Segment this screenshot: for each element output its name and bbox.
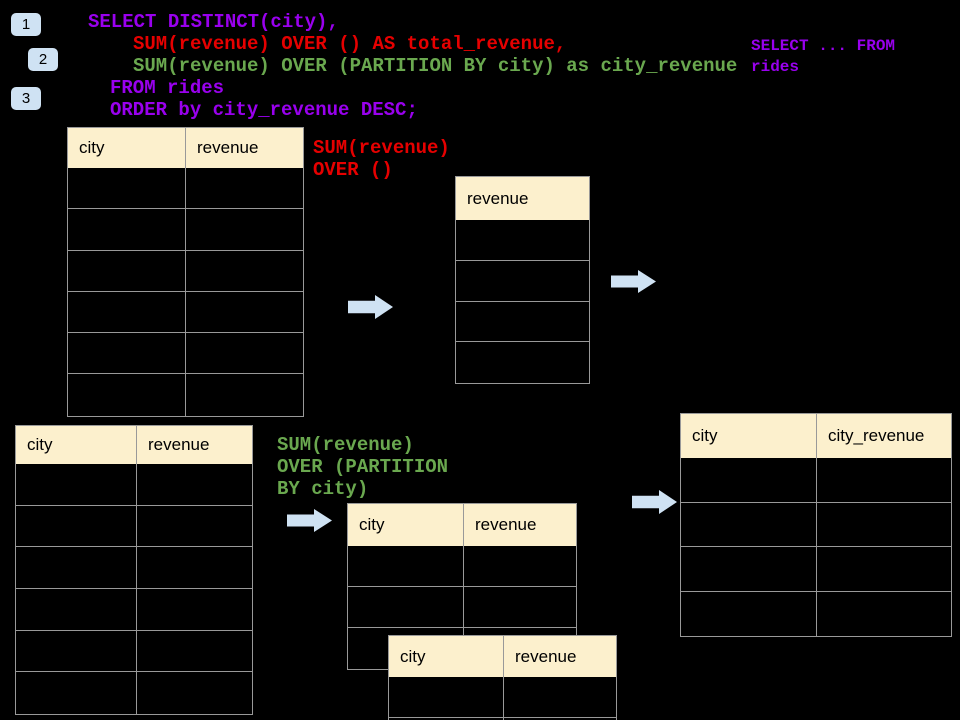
column-header-revenue: revenue bbox=[515, 646, 577, 666]
flow-arrow-from-total bbox=[611, 270, 656, 293]
table-result-header: city city_revenue bbox=[681, 414, 951, 458]
column-header-revenue: revenue bbox=[475, 515, 537, 534]
column-header-city: city bbox=[348, 504, 464, 546]
table-row bbox=[456, 302, 589, 343]
flow-arrow-to-partitions bbox=[287, 509, 332, 532]
table-total-revenue-header: revenue bbox=[456, 177, 589, 220]
table-row bbox=[681, 502, 951, 547]
table-row bbox=[16, 505, 252, 548]
table-row bbox=[389, 718, 616, 720]
annotation-total-revenue: SUM(revenue) OVER () bbox=[313, 137, 450, 181]
column-header-revenue: revenue bbox=[467, 188, 529, 208]
column-header-revenue: revenue bbox=[197, 138, 259, 157]
column-header-city-revenue: city_revenue bbox=[828, 426, 925, 445]
sql-line-select: SELECT DISTINCT(city), bbox=[88, 11, 339, 33]
column-header-city: city bbox=[16, 426, 137, 464]
table-source-bottom-header: city revenue bbox=[16, 426, 252, 464]
side-note-select-from-rides: SELECT ... FROM rides bbox=[751, 36, 895, 78]
flow-arrow-to-total bbox=[348, 295, 393, 319]
annotation-partition-line-3: BY city) bbox=[277, 478, 369, 500]
column-header-city: city bbox=[681, 414, 817, 458]
annotation-total-line-2: OVER () bbox=[313, 159, 393, 181]
step-badge-2: 2 bbox=[28, 48, 58, 71]
column-header-revenue: revenue bbox=[148, 435, 210, 454]
annotation-total-line-1: SUM(revenue) bbox=[313, 137, 450, 159]
side-note-line-2: rides bbox=[751, 58, 800, 76]
table-result: city city_revenue bbox=[680, 413, 952, 637]
table-row bbox=[456, 220, 589, 261]
column-header-city: city bbox=[68, 128, 186, 168]
table-row bbox=[681, 547, 951, 592]
sql-line-order-by: ORDER by city_revenue DESC; bbox=[110, 99, 418, 121]
step-badge-3: 3 bbox=[11, 87, 41, 110]
table-row bbox=[68, 250, 303, 292]
flow-arrow-to-result bbox=[632, 490, 677, 514]
table-partition-first-header: city revenue bbox=[348, 504, 576, 546]
table-row bbox=[68, 374, 303, 416]
sql-line-sum-over: SUM(revenue) OVER () AS total_revenue, bbox=[133, 33, 567, 55]
sql-line-from: FROM rides bbox=[110, 77, 225, 99]
table-total-revenue: revenue bbox=[455, 176, 590, 385]
table-row bbox=[68, 168, 303, 210]
table-row bbox=[681, 458, 951, 503]
annotation-partition-line-1: SUM(revenue) bbox=[277, 434, 414, 456]
table-source-top-header: city revenue bbox=[68, 128, 303, 168]
table-row bbox=[16, 630, 252, 673]
table-row bbox=[16, 547, 252, 590]
table-row bbox=[389, 677, 616, 718]
table-row bbox=[68, 333, 303, 375]
table-row bbox=[68, 291, 303, 334]
table-partition-second-header: city revenue bbox=[389, 636, 616, 677]
table-row bbox=[456, 261, 589, 302]
table-partition-second: city revenue bbox=[388, 635, 617, 720]
side-note-line-1: SELECT ... FROM bbox=[751, 37, 896, 55]
table-row bbox=[68, 209, 303, 251]
annotation-partition: SUM(revenue) OVER (PARTITION BY city) bbox=[277, 434, 448, 500]
table-row bbox=[681, 591, 951, 636]
table-row bbox=[348, 546, 576, 587]
annotation-partition-line-2: OVER (PARTITION bbox=[277, 456, 449, 478]
table-row bbox=[456, 342, 589, 383]
table-row bbox=[16, 672, 252, 715]
column-header-city: city bbox=[389, 636, 504, 677]
table-row bbox=[16, 589, 252, 631]
table-row bbox=[16, 464, 252, 506]
table-row bbox=[348, 587, 576, 628]
table-source-top: city revenue bbox=[67, 127, 304, 417]
step-badge-1: 1 bbox=[11, 13, 41, 36]
sql-line-sum-partition: SUM(revenue) OVER (PARTITION BY city) as… bbox=[133, 55, 738, 77]
table-source-bottom: city revenue bbox=[15, 425, 253, 716]
